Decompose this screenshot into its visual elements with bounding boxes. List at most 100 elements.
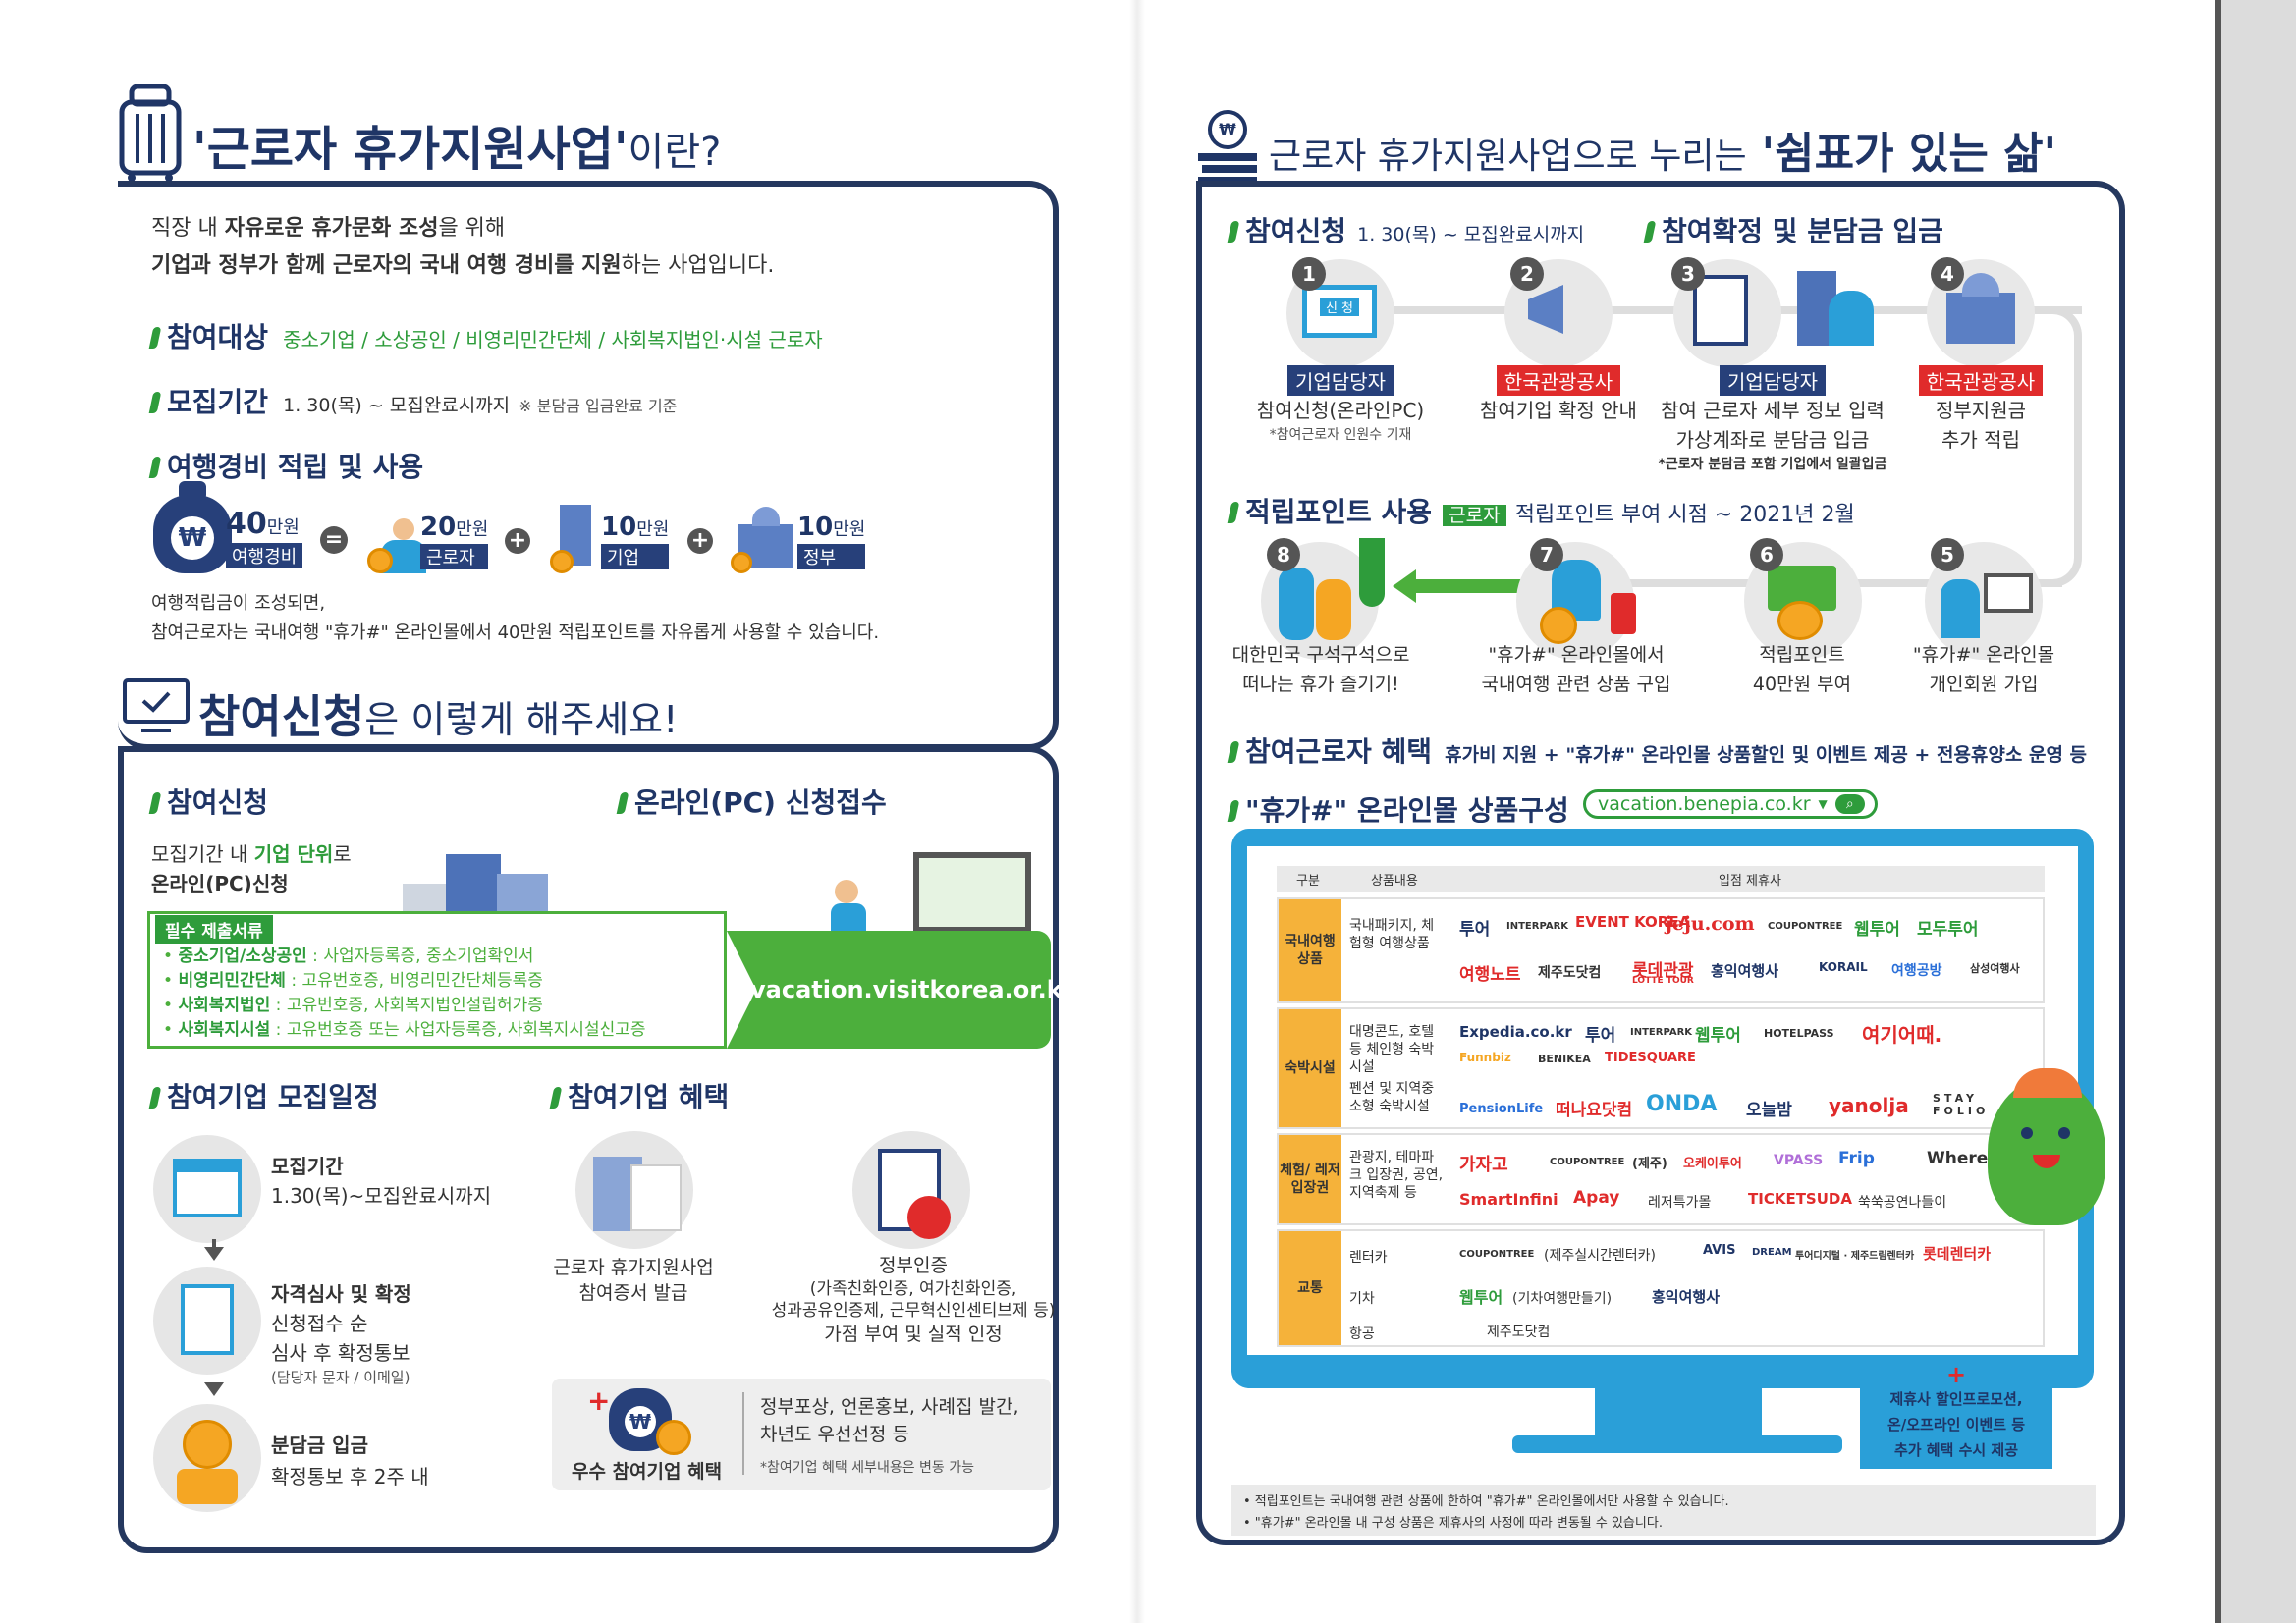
ben1-l2: 참여증서 발급 — [578, 1282, 688, 1304]
right-title-b: '쉼표가 있는 삶' — [1761, 129, 2057, 179]
mall-url-box[interactable]: vacation.benepia.co.kr ▼ ⌕ — [1583, 789, 1878, 819]
table-row: 교통 렌터카 COUPONTREE (제주실시간렌터카) AVIS DREAM … — [1277, 1229, 2045, 1347]
money-bag-icon: ₩ — [153, 481, 232, 573]
plus-icon: + — [587, 1384, 611, 1417]
row-category: 숙박시설 — [1279, 1009, 1341, 1127]
intro-line1: 직장 내 자유로운 휴가문화 조성을 위해 — [151, 216, 506, 241]
fund-company: 10만원 기업 — [601, 513, 670, 569]
promo-l2: 온/오프라인 이벤트 등 — [1886, 1416, 2026, 1434]
search-icon[interactable]: ⌕ — [1834, 794, 1865, 814]
ben1-l1: 근로자 휴가지원사업 — [553, 1257, 714, 1278]
step-number: 5 — [1931, 538, 1964, 571]
fund-row: 여행경비 적립 및 사용 — [148, 446, 424, 485]
s3-tag: 근로자 — [1443, 505, 1506, 526]
row-desc: 관광지, 테마파크 입장권, 공연, 지역축제 등 — [1349, 1150, 1444, 1201]
person-icon — [1829, 291, 1874, 346]
benefit-label-row: 참여기업 혜택 — [549, 1076, 730, 1115]
sched3-title: 분담금 입금 — [271, 1434, 368, 1457]
left-title-suffix: 이란? — [628, 130, 722, 175]
step3-role: 기업담당자 — [1689, 365, 1856, 396]
divider — [742, 1392, 744, 1475]
government-building-icon — [731, 507, 799, 573]
green-bar-icon — [148, 457, 162, 478]
s3-rest: 적립포인트 부여 시점 ~ 2021년 2월 — [1514, 503, 1855, 527]
government-building-icon — [1946, 293, 2015, 344]
plus-icon: + — [687, 528, 713, 554]
step3-l1: 참여 근로자 세부 정보 입력 — [1661, 399, 1885, 422]
target-value: 중소기업 / 소상공인 / 비영리민간단체 / 사회복지법인·시설 근로자 — [283, 328, 823, 352]
footnote1: • 적립포인트는 국내여행 관련 상품에 한하여 "휴가#" 온라인몰에서만 사… — [1243, 1494, 1729, 1509]
intro-highlight2: 기업과 정부가 함께 근로자의 국내 여행 경비를 지원 — [151, 253, 622, 278]
worker-benefit-value: 휴가비 지원 + "휴가#" 온라인몰 상품할인 및 이벤트 제공 + 전용휴양… — [1445, 744, 2088, 766]
promo-plus-icon: + — [1945, 1361, 1967, 1388]
green-bar-icon — [1227, 502, 1240, 523]
intro-box — [118, 181, 1059, 750]
best-note: *참여기업 혜택 세부내용은 변동 가능 — [760, 1460, 974, 1476]
sched3-desc: 확정통보 후 2주 내 — [271, 1465, 429, 1488]
table-row: 국내여행 상품 국내패키지, 체험형 여행상품 투어 INTERPARK EVE… — [1277, 897, 2045, 1003]
worker-benefit-label: 참여근로자 혜택 — [1245, 735, 1433, 768]
ben2-l2: (가족친화인증, 여가친화인증, — [809, 1279, 1017, 1299]
schedule-label: 참여기업 모집일정 — [167, 1081, 379, 1113]
left-title: '근로자 휴가지원사업'이란? — [192, 110, 721, 179]
green-bar-icon — [1227, 800, 1240, 822]
coins-stack-icon: ₩ — [1198, 110, 1257, 185]
row-category: 국내여행 상품 — [1279, 899, 1341, 1001]
fund-label: 여행경비 적립 및 사용 — [167, 451, 424, 483]
step6-l1: 적립포인트 — [1759, 644, 1845, 666]
step8-l2: 떠나는 휴가 즐기기! — [1242, 674, 1399, 695]
sched2-desc1: 신청접수 순 — [271, 1312, 368, 1335]
clipboard-icon — [181, 1284, 234, 1355]
target-row: 참여대상 중소기업 / 소상공인 / 비영리민간단체 / 사회복지법인·시설 근… — [148, 316, 823, 355]
step5-l1: "휴가#" 온라인몰 — [1912, 644, 2055, 666]
coin-icon — [183, 1420, 232, 1469]
step-number: 6 — [1750, 538, 1783, 571]
s3-row: 적립포인트 사용 근로자 적립포인트 부여 시점 ~ 2021년 2월 — [1227, 491, 1855, 530]
step7-l2: 국내여행 관련 상품 구입 — [1481, 674, 1671, 695]
dropdown-caret-icon: ▼ — [1818, 797, 1828, 811]
docs-tag: 필수 제출서류 — [155, 915, 273, 944]
fund-company-tag: 기업 — [601, 544, 670, 569]
docs-list: • 중소기업/소상공인 : 사업자등록증, 중소기업확인서 • 비영리민간단체 … — [163, 945, 713, 1043]
apply-url-link[interactable]: vacation.visitkorea.or.kr — [750, 976, 1074, 1003]
doc-item: • 비영리민간단체 : 고유번호증, 비영리민간단체등록증 — [163, 971, 543, 991]
step1-role: 기업담당자 — [1257, 365, 1424, 396]
table-row: 숙박시설 대명콘도, 호텔등 체인형 숙박시설 Expedia.co.kr 투어… — [1277, 1007, 2045, 1129]
step6-l2: 40만원 부여 — [1752, 674, 1852, 695]
step5-l2: 개인회원 가입 — [1929, 674, 2039, 695]
step-number: 3 — [1671, 257, 1705, 291]
fund-total: 40만원 여행경비 — [226, 507, 303, 568]
green-bar-icon — [148, 792, 162, 814]
mall-url: vacation.benepia.co.kr — [1598, 793, 1811, 815]
apply-title: 참여신청은 이렇게 해주세요! — [198, 690, 679, 743]
green-bar-icon — [148, 392, 162, 413]
best-l2: 차년도 우선선정 등 — [760, 1424, 909, 1445]
period-label: 모집기간 — [167, 386, 269, 418]
mascot-icon — [1988, 1068, 2105, 1225]
fund-worker: 20만원 근로자 — [420, 513, 489, 569]
page-fold — [1129, 0, 1145, 1623]
down-arrow-icon — [204, 1382, 224, 1396]
doc-item: • 중소기업/소상공인 : 사업자등록증, 중소기업확인서 — [163, 947, 534, 966]
green-bar-icon — [616, 792, 629, 814]
benefit-label: 참여기업 혜택 — [568, 1081, 730, 1113]
step7-l1: "휴가#" 온라인몰에서 — [1488, 644, 1665, 666]
apply-label: 참여신청 — [167, 786, 269, 819]
fund-note2: 참여근로자는 국내여행 "휴가#" 온라인몰에서 40만원 적립포인트를 자유롭… — [151, 622, 880, 643]
calendar-icon — [173, 1159, 242, 1217]
monitor-base — [1512, 1435, 1842, 1453]
step4-l1: 정부지원금 — [1936, 399, 2026, 422]
row-category: 체험/ 레저입장권 — [1279, 1135, 1341, 1223]
row-desc: 항공 — [1349, 1326, 1375, 1342]
step8-l1: 대한민국 구석구석으로 — [1231, 644, 1410, 666]
sched2-title: 자격심사 및 확정 — [271, 1282, 411, 1306]
sched1-title: 모집기간 — [271, 1155, 344, 1178]
ben2-l1: 정부인증 — [879, 1255, 948, 1276]
green-bar-icon — [549, 1087, 563, 1109]
step-number: 2 — [1510, 257, 1544, 291]
apply-line1: 모집기간 내 기업 단위로 — [151, 842, 352, 866]
row-category: 교통 — [1279, 1231, 1341, 1345]
laptop-check-icon — [1984, 573, 2033, 613]
document-pen-icon — [1693, 275, 1748, 346]
green-bar-icon — [148, 1087, 162, 1109]
